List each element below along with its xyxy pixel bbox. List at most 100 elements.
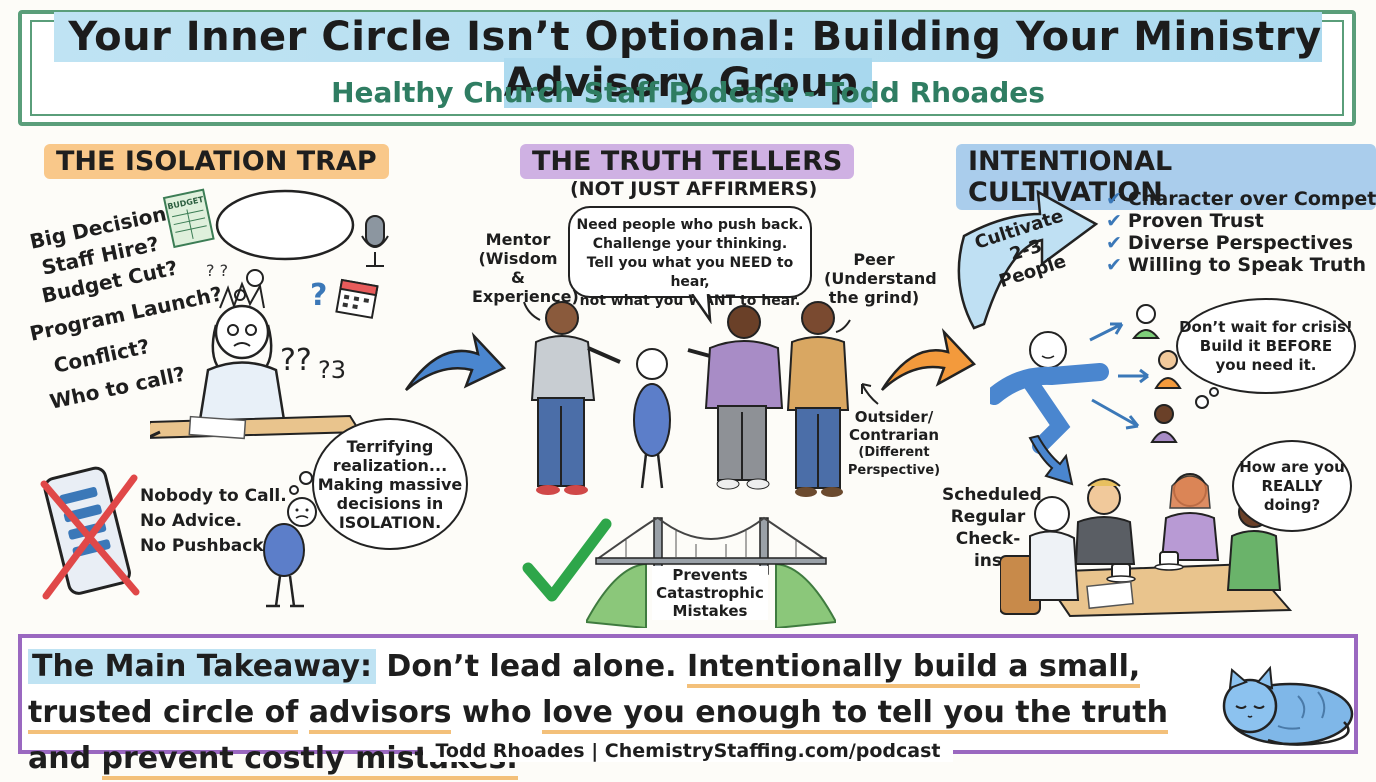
stick-figure [633, 348, 671, 489]
speech-line: not what you WANT to hear. [579, 293, 801, 309]
checkins-label: Scheduled Regular Check-ins [942, 484, 1042, 572]
thought-cloud-icon [215, 189, 355, 261]
how-are-you-speech-bubble: How are you REALLY doing? [1232, 440, 1352, 532]
crossed-out-phone-icon [40, 466, 140, 600]
speech-line: Tell you what you NEED to hear, [586, 255, 794, 290]
dont-wait-line: Build it BEFORE [1199, 336, 1333, 355]
takeaway-label: The Main Takeaway: [28, 649, 376, 684]
peer-desc: (Understand [824, 269, 937, 288]
no-help-item: No Pushback. [140, 536, 271, 556]
outsider-title: Outsider/ [854, 408, 934, 426]
calendar-icon [335, 278, 379, 319]
realization-thought-bubble: Terrifying realization... Making massive… [312, 418, 468, 550]
takeaway-highlight: Intentionally build a small, [686, 649, 1141, 688]
checkmark-icon: ✔ [1106, 254, 1122, 276]
networking-person-illustration [990, 304, 1219, 454]
truth-speech-bubble: Need people who push back. Challenge you… [568, 206, 812, 309]
checklist-item: ✔Willing to Speak Truth [1106, 254, 1376, 276]
no-help-list: Nobody to Call. No Advice. No Pushback. [140, 484, 287, 559]
checkmark-icon: ✔ [1106, 232, 1122, 254]
peer-desc: the grind) [828, 288, 920, 307]
speech-line: Need people who push back. [576, 217, 804, 233]
peer-label: Peer (Understand the grind) [824, 250, 937, 307]
checklist-text: Diverse Perspectives [1127, 232, 1354, 254]
outsider-desc: Perspective) [847, 463, 941, 478]
checklist-text: Willing to Speak Truth [1127, 254, 1367, 276]
checkmark-icon: ✔ [1106, 210, 1122, 232]
coffee-cup-icon [1106, 563, 1136, 583]
outsider-label: Outsider/ Contrarian (Different Perspect… [846, 408, 942, 480]
mentor-title: Mentor [485, 230, 551, 249]
advisor-avatar-icon [1150, 404, 1178, 443]
bridge-line: Catastrophic [656, 584, 764, 602]
truth-subheading: (NOT JUST AFFIRMERS) [570, 178, 818, 200]
checklist-item: ✔Character over Competence [1106, 188, 1376, 210]
cultivate-arrow-icon [957, 189, 1099, 330]
outsider-title: Contrarian [848, 426, 940, 444]
how-are-you-line: REALLY [1261, 476, 1323, 495]
dont-wait-thought-bubble: Don’t wait for crisis! Build it BEFORE y… [1176, 298, 1356, 394]
microphone-icon [361, 215, 389, 267]
advisor-avatar-icon [1131, 304, 1161, 339]
checkins-line: Scheduled [942, 485, 1042, 505]
bridge-line: Mistakes [672, 602, 748, 620]
bridge-line: Prevents [672, 566, 748, 584]
realization-line: ISOLATION. [338, 512, 442, 532]
arrow-right-icon [880, 327, 977, 391]
mentor-desc: (Wisdom & [478, 249, 558, 287]
outsider-figure [786, 301, 850, 497]
dont-wait-line: you need it. [1215, 355, 1317, 374]
speech-tail [690, 294, 712, 324]
realization-line: Making massive [317, 474, 463, 494]
truth-tellers-group-illustration [523, 301, 851, 497]
sleeping-cat-icon [1222, 665, 1354, 746]
takeaway-highlight: love you enough to tell you the truth [542, 695, 1168, 734]
cultivation-heading: INTENTIONAL CULTIVATION [956, 144, 1376, 210]
checkins-line: Check-ins [955, 529, 1021, 571]
realization-line: realization... [332, 455, 448, 475]
checkins-line: Regular [950, 507, 1026, 527]
cultivation-checklist: ✔Character over Competence ✔Proven Trust… [1106, 188, 1376, 276]
page-title: Your Inner Circle Isn’t Optional: Buildi… [0, 12, 1376, 108]
coffee-cup-icon [1154, 551, 1184, 571]
takeaway-highlight: advisors [308, 695, 452, 734]
svg-text:?: ? [310, 278, 327, 313]
footer-text: Todd Rhoades | ChemistryStaffing.com/pod… [423, 740, 953, 762]
advisor-avatar-icon [1154, 350, 1182, 389]
arrow-right-icon [404, 331, 507, 391]
peer-figure [687, 305, 784, 490]
checkmark-icon [522, 518, 612, 602]
coffee-meeting-illustration [1000, 473, 1293, 618]
arrow-down-icon [1028, 434, 1074, 486]
page-subtitle: Healthy Church Staff Podcast - Todd Rhoa… [331, 76, 1045, 109]
budget-sheet-icon: BUDGET [162, 188, 215, 249]
outsider-desc: (Different [858, 445, 930, 460]
bridge-caption: Prevents Catastrophic Mistakes [652, 566, 768, 620]
svg-text:?3: ?3 [318, 356, 346, 384]
checklist-text: Character over Competence [1127, 188, 1376, 210]
peer-title: Peer [853, 250, 895, 269]
no-help-item: Nobody to Call. [140, 486, 287, 506]
how-are-you-line: How are you [1239, 457, 1345, 476]
isolation-heading: THE ISOLATION TRAP [44, 144, 389, 179]
mentor-figure [530, 301, 621, 495]
svg-text:??: ?? [280, 343, 312, 378]
dont-wait-line: Don’t wait for crisis! [1179, 317, 1353, 336]
takeaway-part: Don’t lead alone. [386, 649, 677, 684]
no-help-item: No Advice. [140, 511, 243, 531]
how-are-you-line: doing? [1263, 495, 1321, 514]
svg-text:? ?: ? ? [206, 261, 228, 280]
takeaway-part: who [461, 695, 532, 730]
thought-dots-icon [289, 471, 313, 495]
checklist-text: Proven Trust [1127, 210, 1264, 232]
checklist-item: ✔Proven Trust [1106, 210, 1376, 232]
takeaway-highlight: trusted circle of [28, 695, 299, 734]
footer-credit: Todd Rhoades | ChemistryStaffing.com/pod… [0, 740, 1376, 762]
realization-line: decisions in [336, 493, 444, 513]
checklist-item: ✔Diverse Perspectives [1106, 232, 1376, 254]
sad-lonely-person-illustration [263, 497, 317, 608]
pointer-arrow-icon [861, 383, 879, 405]
mentor-label: Mentor (Wisdom & Experience) [472, 230, 579, 306]
stressed-person-illustration: BUDGET ? ? ? ?? ?3 [150, 188, 389, 440]
speech-line: Challenge your thinking. [592, 236, 788, 252]
